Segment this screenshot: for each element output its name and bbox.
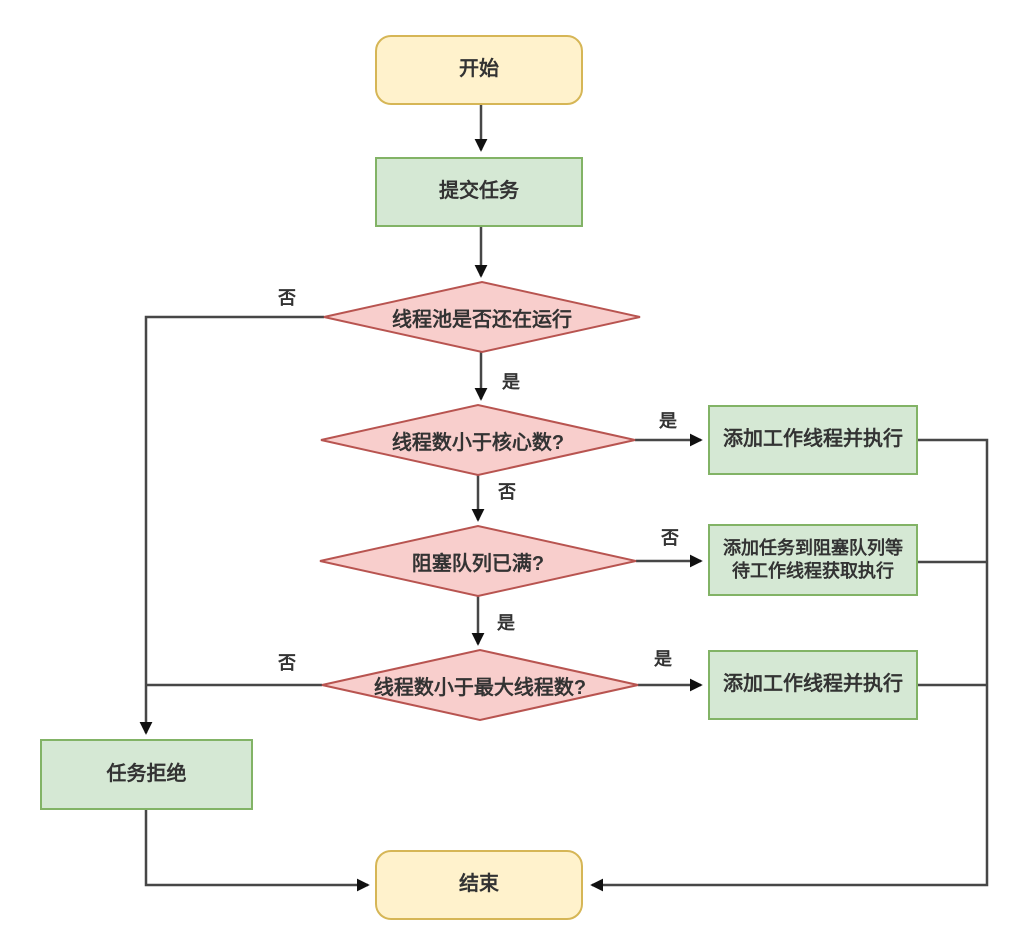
edge-reject-to-end (144, 810, 370, 892)
branch-label-check-queue-yes: 是 (497, 613, 515, 633)
node-submit-task: 提交任务 (375, 157, 583, 227)
node-enqueue-task-label: 添加任务到阻塞队列等待工作线程获取执行 (723, 537, 903, 581)
edge-check-running-no-to-reject (139, 315, 324, 735)
branch-label-check-max-no: 否 (278, 653, 296, 673)
branch-label-check-max-yes: 是 (654, 649, 672, 669)
node-submit-task-label: 提交任务 (439, 180, 519, 203)
branch-label-check-running-no: 否 (278, 288, 296, 308)
node-add-worker-max-label: 添加工作线程并执行 (723, 673, 903, 696)
node-reject-task: 任务拒绝 (40, 739, 253, 810)
node-end: 结束 (375, 850, 583, 920)
node-end-label: 结束 (459, 873, 499, 896)
branch-label-check-running-yes: 是 (502, 372, 520, 392)
node-reject-task-label: 任务拒绝 (106, 762, 187, 785)
node-add-worker-core: 添加工作线程并执行 (708, 405, 918, 475)
node-add-worker-core-label: 添加工作线程并执行 (723, 428, 903, 451)
branch-label-check-queue-no: 否 (661, 528, 679, 548)
edge-add-worker-core-to-end (590, 438, 989, 892)
node-add-worker-max: 添加工作线程并执行 (708, 650, 918, 720)
branch-label-check-core-yes: 是 (659, 411, 677, 431)
node-check-core-shape (320, 403, 636, 477)
node-start: 开始 (375, 35, 583, 105)
node-enqueue-task: 添加任务到阻塞队列等待工作线程获取执行 (708, 524, 918, 596)
node-check-queue-shape (319, 524, 637, 598)
node-check-running-shape (323, 280, 641, 354)
branch-label-check-core-no: 否 (498, 482, 516, 502)
node-check-max-shape (321, 648, 639, 722)
node-start-label: 开始 (459, 58, 499, 81)
